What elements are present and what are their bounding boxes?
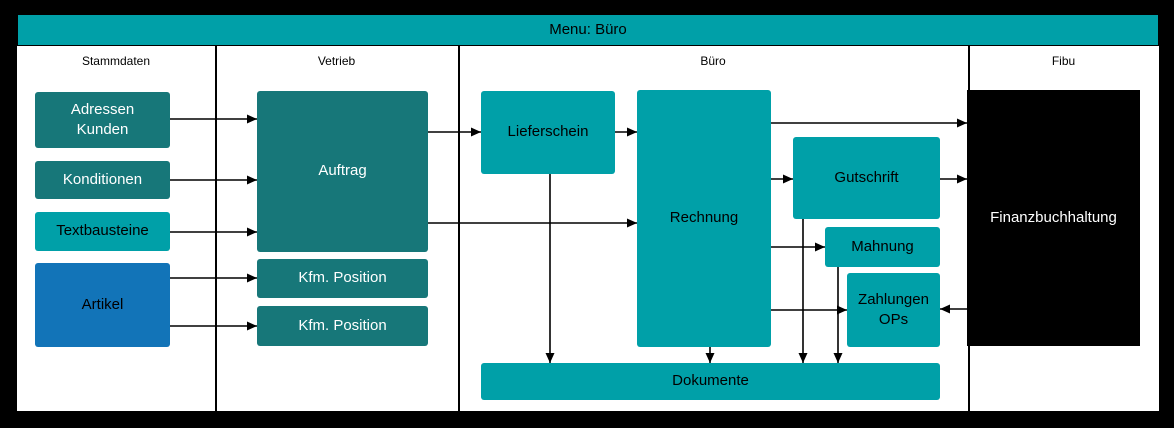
box-rechnung[interactable]: Rechnung — [637, 90, 771, 347]
box-adressen-kunden[interactable]: Adressen Kunden — [35, 92, 170, 148]
box-mahnung[interactable]: Mahnung — [825, 227, 940, 267]
box-lieferschein[interactable]: Lieferschein — [481, 91, 615, 174]
box-finanzbuchhaltung[interactable]: Finanzbuchhaltung — [967, 90, 1140, 346]
box-artikel[interactable]: Artikel — [35, 263, 170, 347]
box-konditionen[interactable]: Konditionen — [35, 161, 170, 199]
box-dokumente[interactable]: Dokumente — [481, 363, 940, 400]
column-header-stammdaten: Stammdaten — [81, 54, 151, 68]
column-divider — [215, 46, 217, 411]
column-header-buero: Büro — [700, 54, 726, 68]
diagram-canvas: Menu: Büro Stammdaten Vetrieb Büro Fibu … — [17, 14, 1159, 411]
connector-arrows-layer — [170, 114, 967, 363]
column-header-fibu: Fibu — [1051, 54, 1076, 68]
box-zahlungen-ops[interactable]: Zahlungen OPs — [847, 273, 940, 347]
column-header-vetrieb: Vetrieb — [317, 54, 356, 68]
box-auftrag[interactable]: Auftrag — [257, 91, 428, 252]
menu-title-bar: Menu: Büro — [17, 14, 1159, 46]
column-divider — [458, 46, 460, 411]
box-kfm-position-2[interactable]: Kfm. Position — [257, 306, 428, 346]
box-textbausteine[interactable]: Textbausteine — [35, 212, 170, 251]
box-kfm-position-1[interactable]: Kfm. Position — [257, 259, 428, 298]
box-gutschrift[interactable]: Gutschrift — [793, 137, 940, 219]
